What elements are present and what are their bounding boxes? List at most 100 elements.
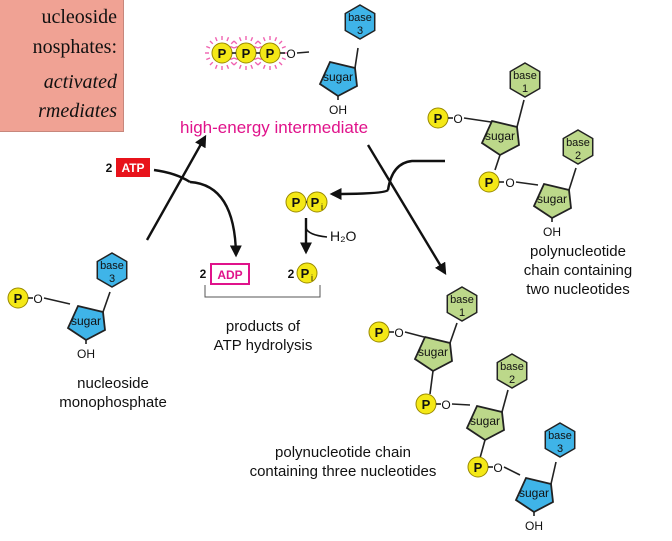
adp-out-arrow: [189, 180, 242, 258]
sugar-base-bond: [568, 167, 577, 191]
products-label-line-2: ATP hydrolysis: [213, 337, 313, 354]
sugar-label: sugar: [470, 414, 500, 428]
chain2-sugar-2: [532, 182, 572, 220]
base-label: base: [348, 12, 372, 24]
phosphate-group-3: P: [259, 42, 281, 64]
base-label: base: [450, 294, 474, 306]
three-nucleotides-label-line-1: polynucleotide chain: [275, 444, 411, 461]
activated-intermediates-callout: ucleoside nosphates: activated rmediates: [0, 0, 124, 132]
chain3-base-2: [496, 353, 528, 389]
oxygen-sugar-bond: [515, 181, 539, 186]
sugar-base-bond: [501, 389, 509, 413]
chain2-phosphate-1: P: [427, 107, 449, 129]
water-label: H₂O: [330, 228, 357, 244]
phosphate-sub-label: i: [321, 202, 323, 212]
base-number-label: 2: [575, 150, 581, 162]
hydroxyl-label: OH: [329, 103, 347, 117]
two-nucleotides-label-line-1: polynucleotide: [530, 243, 626, 260]
water-in-arrow: [305, 227, 328, 238]
pyrophosphate-p: P: [285, 191, 307, 213]
sugar-label: sugar: [323, 70, 353, 84]
adp-box: [210, 263, 250, 285]
atp-in-arrow: [153, 168, 191, 184]
hydroxyl-label: OH: [543, 225, 561, 239]
chain3-phosphate-1: P: [368, 321, 390, 343]
intermediate-sugar-ring: [318, 60, 358, 98]
sugar-phosphate-bond: [494, 154, 501, 171]
phosphate-label: P: [218, 46, 227, 61]
phosphate-label: P: [375, 325, 384, 340]
sugar-base-bond: [449, 322, 458, 344]
atp-coefficient: 2: [106, 161, 113, 175]
phosphate-group-1: P: [211, 42, 233, 64]
atp-label: ATP: [121, 161, 144, 175]
chain-in-arrow: [386, 159, 445, 191]
sugar-phosphate-bond: [429, 370, 434, 395]
chain3-sugar-3: [514, 476, 554, 514]
phosphate-label: P: [311, 195, 320, 210]
phosphate-label: P: [301, 266, 310, 281]
hydroxyl-label: OH: [77, 347, 95, 361]
sugar-phosphate-bond: [479, 439, 486, 459]
base-number-label: 3: [557, 443, 563, 455]
three-nucleotides-label-line-2: containing three nucleotides: [249, 463, 437, 480]
sugar-base-bond: [516, 99, 525, 128]
sugar-label: sugar: [418, 345, 448, 359]
oxygen-label: O: [493, 461, 502, 475]
chain2-sugar-1: [480, 119, 520, 157]
oxygen-sugar-bond: [451, 403, 471, 406]
base-number-label: 3: [109, 273, 115, 285]
pi-coefficient: 2: [288, 267, 295, 281]
oxygen-label: O: [453, 112, 462, 126]
sugar-base-bond: [354, 47, 359, 69]
intermediate-base-ring: [344, 4, 376, 40]
main-arrow-to-intermediate: [145, 134, 207, 241]
two-nucleotides-label-line-3: two nucleotides: [526, 281, 630, 298]
chain3-phosphate-3: P: [467, 456, 489, 478]
oxygen-sugar-bond: [404, 331, 425, 338]
sugar-label: sugar: [519, 486, 549, 500]
sugar-label: sugar: [537, 192, 567, 206]
oxygen-sugar-bond: [296, 51, 310, 54]
phosphate-label: P: [292, 195, 301, 210]
adp-label: ADP: [217, 268, 242, 282]
phosphate-sub-label: i: [311, 273, 313, 283]
phosphate-label: P: [422, 397, 431, 412]
phosphate-label: P: [434, 111, 443, 126]
nucleoside-monophosphate-label-line-1: nucleoside: [77, 375, 149, 392]
base-number-label: 3: [357, 25, 363, 37]
base-number-label: 1: [522, 83, 528, 95]
products-bracket: [204, 285, 321, 298]
callout-line-3: activated: [43, 71, 117, 93]
chain2-base-1: [509, 62, 541, 98]
oxygen-label: O: [394, 326, 403, 340]
sugar-base-bond: [102, 291, 111, 313]
chain2-base-2: [562, 129, 594, 165]
chain3-sugar-2: [465, 404, 505, 442]
phosphate-label: P: [14, 291, 23, 306]
oxygen-sugar-bond: [503, 466, 521, 476]
sugar-label: sugar: [71, 314, 101, 328]
hydroxyl-label: OH: [525, 519, 543, 533]
chain3-phosphate-2: P: [415, 393, 437, 415]
atp-box: [116, 158, 150, 177]
callout-line-4: rmediates: [38, 100, 117, 122]
oxygen-label: O: [441, 398, 450, 412]
oxygen-label: O: [33, 292, 42, 306]
callout-line-2: nosphates:: [32, 36, 117, 58]
base-label: base: [500, 361, 524, 373]
chain3-sugar-1: [413, 335, 453, 373]
oxygen-label: O: [286, 47, 295, 61]
adp-coefficient: 2: [200, 267, 207, 281]
products-label-line-1: products of: [225, 318, 301, 335]
base-number-label: 1: [459, 307, 465, 319]
high-energy-intermediate-label: high-energy intermediate: [180, 118, 369, 137]
phosphate-label: P: [474, 460, 483, 475]
phosphate-label: P: [266, 46, 275, 61]
base-label: base: [548, 430, 572, 442]
sugar-label: sugar: [485, 129, 515, 143]
monophosphate-base-ring: [96, 252, 128, 288]
